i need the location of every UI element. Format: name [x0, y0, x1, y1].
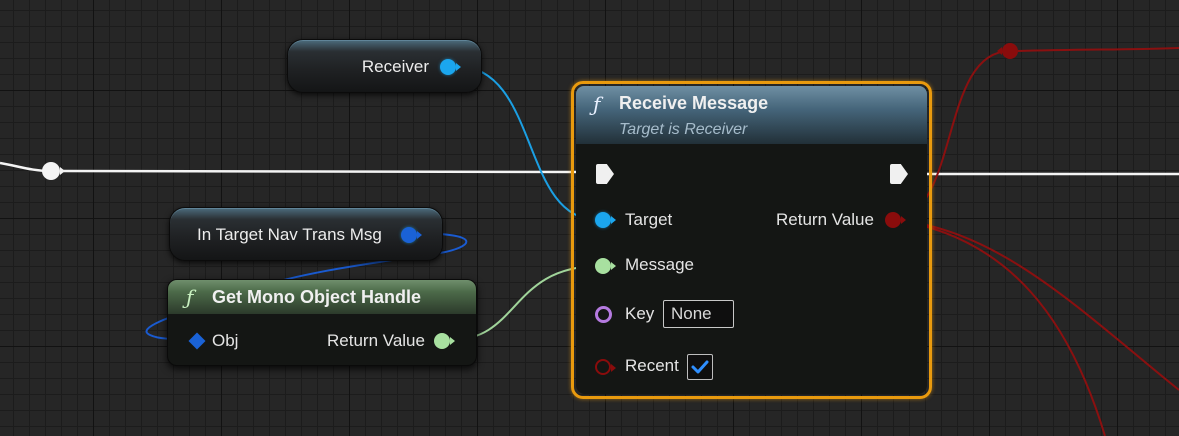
return-value-output-pin[interactable]	[885, 212, 906, 228]
bool-reroute-knot[interactable]	[997, 43, 1018, 59]
recent-checkbox[interactable]	[687, 354, 713, 380]
recent-pin-label: Recent	[625, 356, 679, 375]
receiver-output-pin[interactable]	[440, 59, 461, 75]
obj-input-pin[interactable]	[188, 332, 206, 350]
function-icon: ƒ	[186, 285, 194, 309]
key-name-input[interactable]: None	[663, 300, 734, 328]
function-icon: ƒ	[593, 92, 601, 116]
receive-message-header[interactable]: ƒ Receive Message Target is Receiver	[576, 86, 927, 144]
get-mono-object-handle-title: Get Mono Object Handle	[212, 287, 422, 307]
exec-wire-to-receive[interactable]	[59, 169, 598, 174]
receiver-variable-node[interactable]: Receiver	[287, 39, 482, 93]
gmoh-return-value-pin[interactable]	[434, 333, 455, 349]
receiver-label: Receiver	[361, 57, 429, 76]
exec-reroute-knot[interactable]	[42, 162, 65, 180]
return-value-wire-4[interactable]	[895, 219, 1106, 436]
key-input-pin[interactable]	[595, 306, 612, 323]
checkmark-icon	[691, 360, 709, 374]
receive-message-title: Receive Message	[619, 93, 769, 113]
obj-pin-label: Obj	[212, 331, 239, 350]
receive-message-node[interactable]: ƒ Receive Message Target is Receiver Tar…	[576, 86, 927, 394]
receive-message-selection-outline	[571, 81, 932, 399]
get-mono-object-handle-node[interactable]: ƒ Get Mono Object Handle Obj Return Valu…	[167, 279, 477, 366]
message-pin-label: Message	[625, 255, 694, 274]
get-mono-object-handle-header[interactable]: ƒ Get Mono Object Handle	[168, 280, 476, 314]
exec-input-pin[interactable]	[596, 164, 614, 184]
return-value-label: Return Value	[776, 210, 874, 229]
return-value-wire-3[interactable]	[895, 219, 1179, 391]
gmoh-return-value-label: Return Value	[327, 331, 425, 350]
target-pin-label: Target	[625, 210, 673, 229]
nav-trans-msg-output-pin[interactable]	[401, 227, 422, 243]
nav-trans-msg-variable-node[interactable]: In Target Nav Trans Msg	[169, 207, 443, 261]
recent-input-pin[interactable]	[595, 359, 616, 375]
return-value-wire-2[interactable]	[1017, 47, 1179, 52]
key-pin-label: Key	[625, 304, 655, 323]
message-input-pin[interactable]	[595, 258, 616, 274]
receive-message-subtitle: Target is Receiver	[619, 121, 748, 138]
nav-trans-msg-label: In Target Nav Trans Msg	[197, 225, 382, 244]
target-input-pin[interactable]	[595, 212, 616, 228]
exec-output-pin[interactable]	[890, 164, 908, 184]
